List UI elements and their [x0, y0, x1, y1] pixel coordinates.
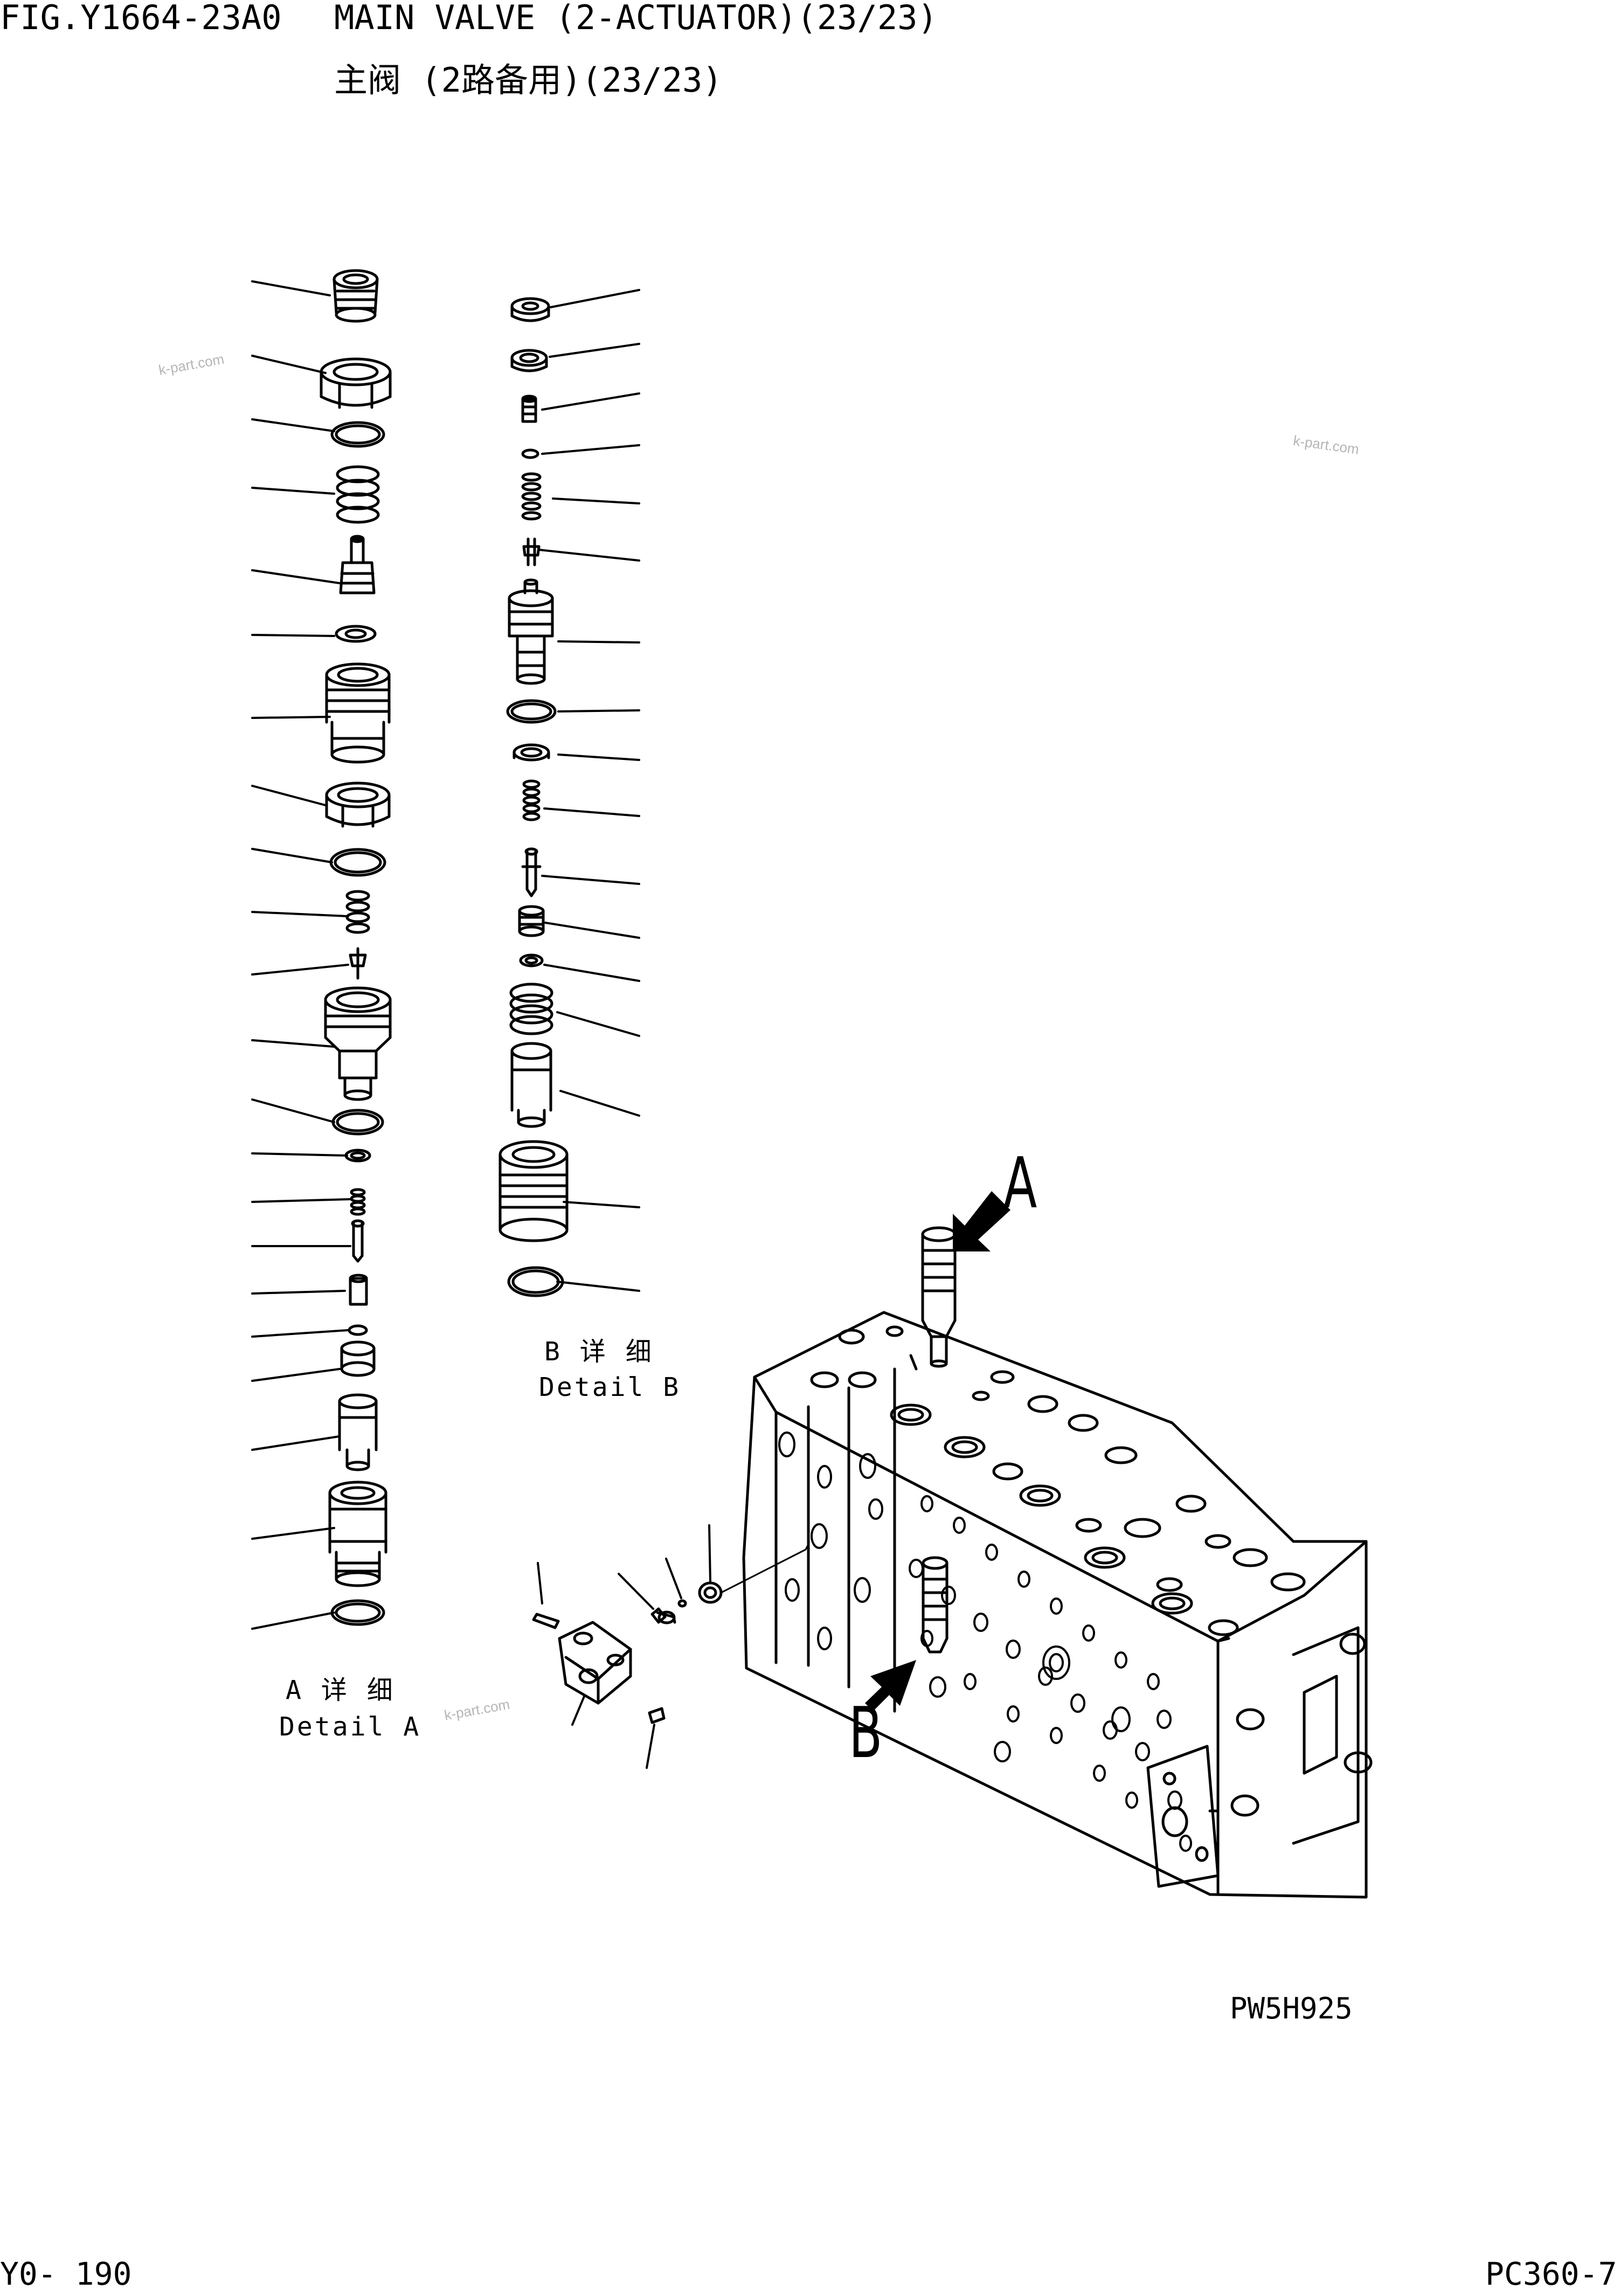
callout-b-label: B: [849, 1692, 883, 1774]
relief-valve-a: [921, 1226, 957, 1368]
model-number: PC360-7: [1485, 2256, 1617, 2292]
main-valve-block: [742, 1191, 1373, 1899]
callout-a-label: A: [1003, 1142, 1037, 1224]
page-number: Y0- 190: [0, 2256, 132, 2292]
arrow-b-icon: [865, 1660, 916, 1711]
exploded-flange: [532, 1524, 809, 1769]
end-plate: [1146, 1626, 1373, 1888]
detail-b-leaders: [538, 289, 640, 1292]
detail-b-caption-en: Detail B: [539, 1372, 681, 1402]
detail-b-caption-cn: B 详 细: [544, 1337, 654, 1367]
detail-a-caption-en: Detail A: [279, 1712, 421, 1742]
arrow-a-icon: [953, 1191, 1010, 1251]
drawing-code: PW5H925: [1230, 1991, 1353, 2025]
figure-title-en: MAIN VALVE (2-ACTUATOR)(23/23): [334, 0, 938, 37]
side-ports: [778, 1431, 1192, 1852]
detail-a-leaders: [251, 280, 351, 1630]
relief-valve-b: [922, 1556, 949, 1654]
flange-leaders: [537, 1524, 711, 1769]
figure-title-cn: 主阀 (2路备用)(23/23): [334, 60, 723, 100]
detail-a-caption-cn: A 详 细: [286, 1675, 395, 1705]
top-ports: [810, 1325, 1306, 1636]
detail-b-parts: [499, 289, 640, 1297]
detail-a-parts: [251, 269, 392, 1630]
figure-number: FIG.Y1664-23A0: [0, 0, 282, 37]
